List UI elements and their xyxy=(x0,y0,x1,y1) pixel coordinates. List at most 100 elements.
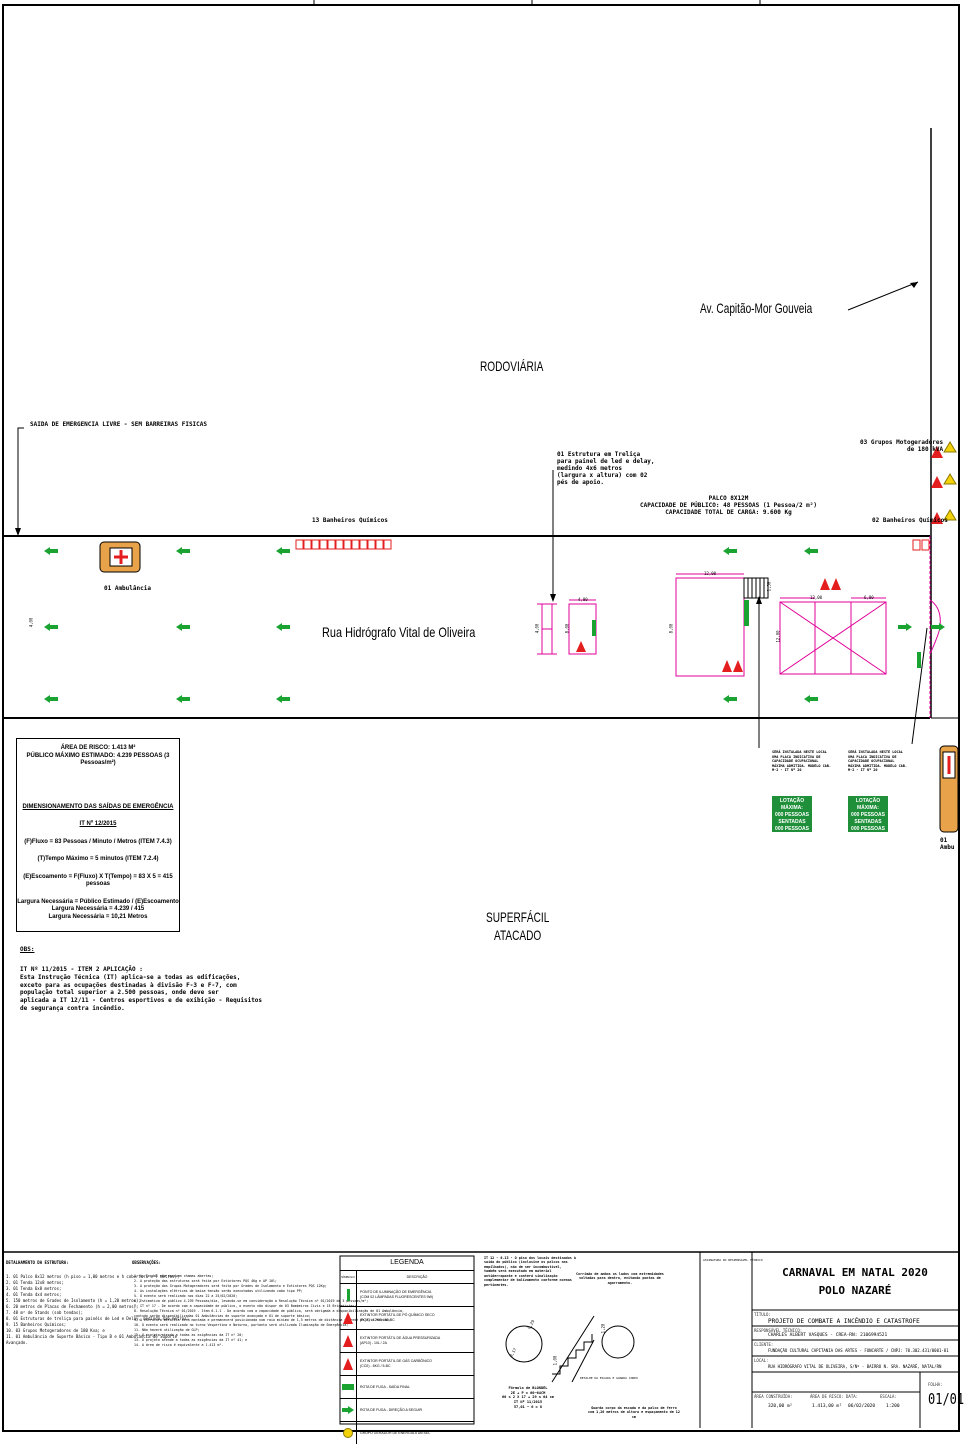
sign-note-1: SERÁ INSTALADA NESTE LOCAL UMA PLACA IND… xyxy=(772,750,832,773)
truss-label: 01 Estrutura em Treliça para painel de l… xyxy=(557,451,655,486)
legend-row: EXTINTOR PORTÁTIL DE PÓ QUÍMICO SECO (PQ… xyxy=(360,1313,435,1322)
ambulance-2 xyxy=(939,745,959,833)
dimension-label: 4,00 xyxy=(534,623,540,634)
legend-row: GRUPO GERADOR DE ENERGIA A DIESEL xyxy=(360,1430,431,1435)
field-date-value: 06/02/2020 xyxy=(848,1404,876,1409)
field-title-label: TÍTULO: xyxy=(754,1312,771,1317)
legend-row: EXTINTOR PORTÁTIL DE GÁS CARBÔNICO (CO2)… xyxy=(360,1359,432,1368)
legend-row: PONTO DE ILUMINAÇÃO DE EMERGÊNCIA (COM 0… xyxy=(360,1290,434,1299)
flowout-formula: (E)Escoamento = F(Fluxo) X T(Tempo) = 83… xyxy=(23,873,173,888)
exit-free-label: SAIDA DE EMERGENCIA LIVRE - SEM BARREIRA… xyxy=(30,421,208,428)
legend-col-symbol: SÍMBOLO xyxy=(340,1271,357,1283)
dimension-label: 12,00 xyxy=(704,571,717,576)
exits-title: DIMENSIONAMENTO DAS SAÍDAS DE EMERGÊNCIA xyxy=(22,803,174,810)
field-client-value: FUNDAÇÃO CULTURAL CAPITANIA DAS ARTES - … xyxy=(768,1348,949,1353)
field-local-label: LOCAL: xyxy=(754,1358,769,1363)
stage xyxy=(675,577,769,677)
it-reference: IT Nº 12/2015 xyxy=(79,821,117,827)
details-title: DETALHAMENTO DA ESTRUTURA: xyxy=(6,1260,69,1265)
legend-row: EXTINTOR PORTÁTIL DE ÁGUA PRESSURIZADA (… xyxy=(360,1336,441,1345)
extinguisher-water-icon xyxy=(340,1330,357,1352)
max-public: PÚBLICO MÁXIMO ESTIMADO: 4.239 PESSOAS (… xyxy=(26,752,170,767)
legend-title: LEGENDA xyxy=(390,1259,424,1266)
main-street-label: Rua Hidrógrafo Vital de Oliveira xyxy=(322,624,476,640)
stair-detail-title: DETALHE DA ESCADA E GUARDA CORPO xyxy=(580,1376,638,1380)
ambulance-1-label: 01 Ambulância xyxy=(104,585,151,592)
extinguishers xyxy=(576,446,943,672)
dimension-label: 1,50 xyxy=(766,581,772,592)
field-title-value: PROJETO DE COMBATE A INCÊNDIO E CATASTRO… xyxy=(768,1318,920,1325)
legend-row: ROTA DE FUGA - DIREÇÃO A SEGUIR xyxy=(360,1407,422,1412)
field-scale-label: ESCALA: xyxy=(880,1394,897,1399)
legend: LEGENDA SÍMBOLO DESCRIÇÃO PONTO DE ILUMI… xyxy=(340,1256,474,1444)
emergency-light-icon xyxy=(340,1284,357,1306)
width-result: Largura Necessária = 10,21 Metros xyxy=(48,913,148,920)
width-formula: Largura Necessária = Público Estimado / … xyxy=(17,898,179,905)
stair-dimension: 1,00 xyxy=(552,1355,558,1366)
observations-list: 1. As Tendas não possuem chamas abertas;… xyxy=(134,1274,404,1348)
risk-calculation-box: ÁREA DE RISCO: 1.413 M² PÚBLICO MÁXIMO E… xyxy=(16,738,180,932)
sign-note-2: SERÁ INSTALADA NESTE LOCAL UMA PLACA IND… xyxy=(848,750,908,773)
details-list: 1. 01 Palco 8x12 metros (h piso = 1,00 m… xyxy=(6,1274,190,1345)
event-subtitle: POLO NAZARÉ xyxy=(818,1284,892,1297)
time-formula: (T)Tempo Máximo = 5 minutos (ITEM 7.2.4) xyxy=(37,856,159,862)
field-area-c-value: 320,00 m² xyxy=(768,1404,793,1409)
ambulance-1 xyxy=(99,541,141,573)
bathrooms-13 xyxy=(295,539,392,550)
generators-label: 03 Grupos Motogeradores de 180 kVA xyxy=(860,439,944,453)
dimension-label: 12,00 xyxy=(775,630,781,643)
bathrooms-02 xyxy=(912,539,930,551)
route-arrow-icon xyxy=(340,1399,357,1421)
field-sheet-label: FOLHA: xyxy=(928,1382,943,1387)
field-area-r-label: ÁREA DE RISCO: xyxy=(810,1394,844,1399)
exit-final-icon xyxy=(340,1376,357,1398)
field-date-label: DATA: xyxy=(846,1394,859,1399)
signature-label: ASSINATURA DO RESPONSÁVEL TÉCNICO xyxy=(703,1258,763,1262)
field-area-r-value: 1.413,00 m² xyxy=(812,1404,842,1409)
stage-label: PALCO 8X12M CAPACIDADE DE PÚBLICO: 48 PE… xyxy=(640,495,818,516)
bathrooms-02-label: 02 Banheiros Químicos xyxy=(872,517,948,524)
route-arrows xyxy=(44,547,945,703)
dimension-label: 12,00 xyxy=(810,595,823,600)
dimension-label: 4,00 xyxy=(578,597,588,602)
ambulance-2-label: 01 Ambu xyxy=(940,837,955,851)
area-rodoviaria: RODOVIÁRIA xyxy=(480,358,544,374)
field-client-label: CLIENTE: xyxy=(754,1342,774,1347)
risk-area: ÁREA DE RISCO: 1.413 M² xyxy=(60,745,136,751)
obs-title: OBS: xyxy=(20,946,35,953)
legend-col-desc: DESCRIÇÃO xyxy=(406,1274,428,1279)
field-resp-value: CHARLES ALBERT VASQUES - CREA-RN: 210699… xyxy=(768,1333,888,1338)
large-tent xyxy=(779,601,887,675)
stair-dimension: 1,20 xyxy=(600,1323,606,1334)
area-superfacil: SUPERFÁCIL ATACADO xyxy=(486,909,550,944)
event-title: CARNAVAL EM NATAL 2020 xyxy=(782,1266,928,1279)
field-sheet-value: 01/01 xyxy=(928,1390,964,1408)
dimension-label: 8,00 xyxy=(668,623,674,634)
dimension-label: 4,00 xyxy=(28,617,34,628)
extinguisher-pqs-icon xyxy=(340,1307,357,1329)
obs-text: IT Nº 11/2015 - ITEM 2 APLICAÇÃO : Esta … xyxy=(20,966,263,1012)
dimension-label: 6,00 xyxy=(864,595,874,600)
stair-detail xyxy=(505,1315,635,1383)
blondel-formula: Fórmula de BLONDEL 2E + P = 60~64CM 60 ≤… xyxy=(502,1386,554,1409)
field-local-value: RUA HIDRÓGRAFO VITAL DE OLIVEIRA, S/Nº -… xyxy=(768,1364,942,1369)
field-resp-label: RESPONSÁVEL TÉCNICO: xyxy=(754,1328,803,1333)
avenue-label: Av. Capitão-Mor Gouveia xyxy=(700,300,813,316)
generator-icon xyxy=(340,1422,357,1444)
observations-title: OBSERVAÇÕES: xyxy=(132,1260,161,1265)
dimension-label: 8,00 xyxy=(564,623,570,634)
truss-structure xyxy=(537,603,597,655)
field-area-c-label: ÁREA CONSTRUÍDA: xyxy=(754,1394,793,1399)
legend-row: ROTA DE FUGA - SAÍDA FINAL xyxy=(360,1384,410,1389)
width-values: Largura Necessária = 4.239 / 415 xyxy=(51,906,145,912)
field-scale-value: 1:200 xyxy=(886,1404,900,1409)
capacity-sign-1: LOTAÇÃO MÁXIMA: 000 PESSOAS SENTADAS 000… xyxy=(772,796,812,839)
stair-it-note: IT 12 - 6.13 - O piso dos locais destina… xyxy=(484,1256,576,1287)
extinguisher-co2-icon xyxy=(340,1353,357,1375)
emergency-lights xyxy=(592,620,921,668)
flow-formula: (F)Fluxo = 83 Pessoas / Minuto / Metros … xyxy=(24,838,172,845)
bathrooms-13-label: 13 Banheiros Químicos xyxy=(312,517,388,524)
railing-note: Corrimão de ambos os lados com extremida… xyxy=(576,1272,664,1285)
guard-note: Guarda corpo da escada e da palco de fer… xyxy=(588,1406,680,1419)
